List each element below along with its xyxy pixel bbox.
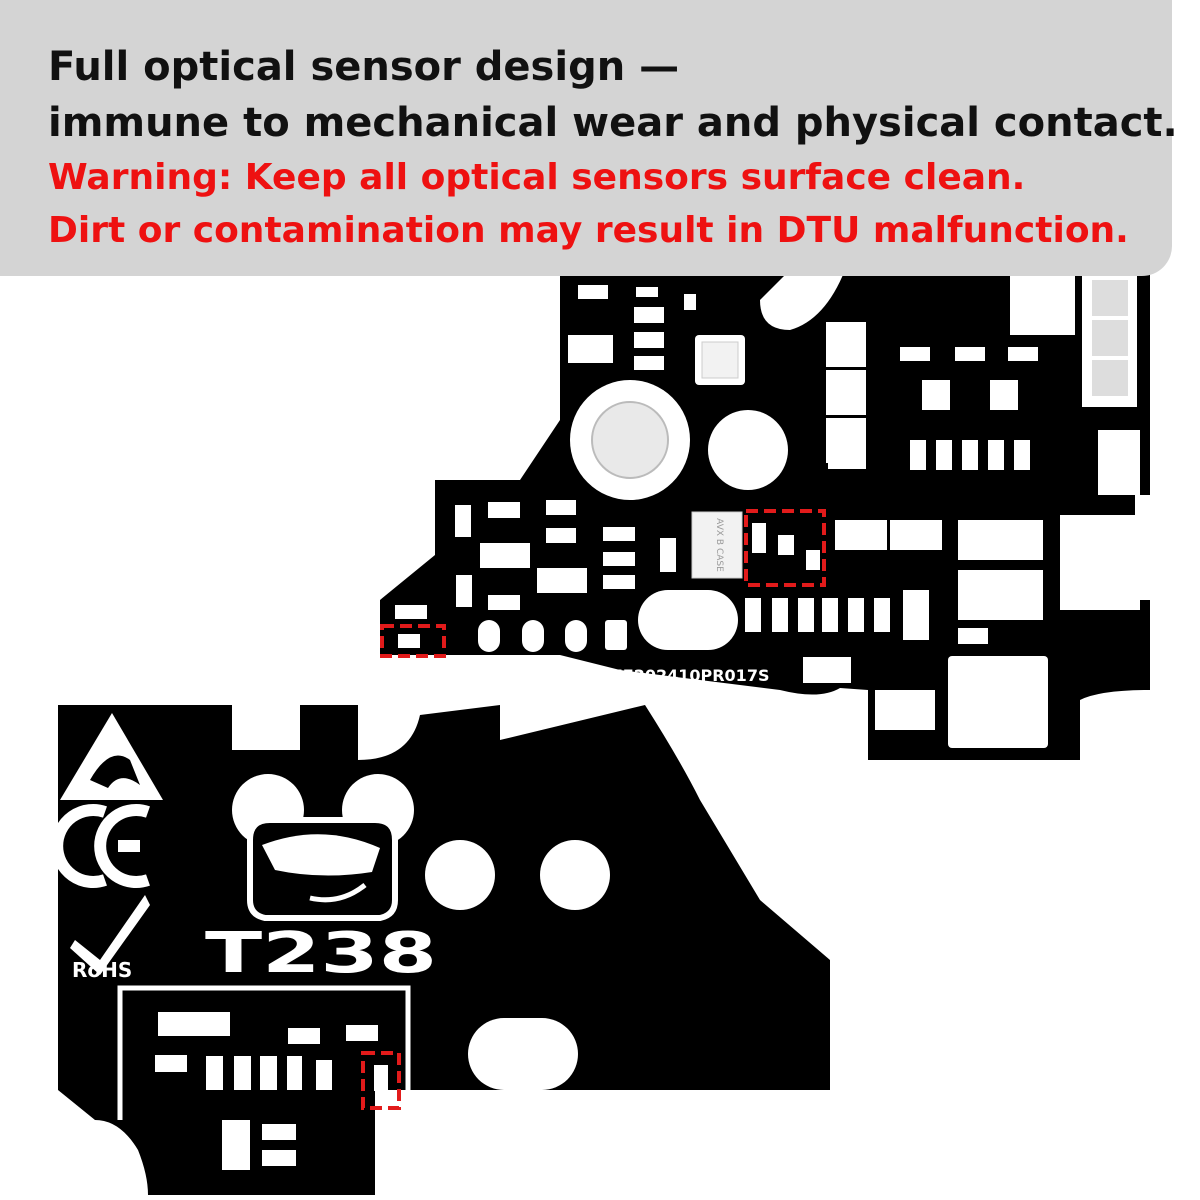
headline-line-1: Full optical sensor design — (48, 44, 680, 90)
top-pcb-board: AVX B CASE MMFF202410PR017S (380, 270, 1150, 760)
optical-sensor-highlight (361, 1051, 401, 1110)
rohs-label: RoHS (72, 958, 132, 982)
warning-line-1: Warning: Keep all optical sensors surfac… (48, 157, 1026, 198)
optical-sensor-highlight (744, 509, 826, 587)
esd-warning-icon (60, 713, 163, 800)
capacitor-text: AVX B CASE (714, 518, 724, 572)
warning-line-2: Dirt or contamination may result in DTU … (48, 210, 1129, 251)
bottom-pcb-board: RoHS T238 (51, 705, 830, 1195)
ce-mark-icon (51, 804, 150, 888)
info-banner: Full optical sensor design — immune to m… (0, 0, 1178, 276)
bear-logo-icon (232, 774, 414, 921)
rohs-check-icon: RoHS (70, 895, 150, 982)
optical-sensor-highlight (380, 624, 446, 658)
board-serial: MMFF202410PR017S (580, 666, 769, 685)
headline-line-2: immune to mechanical wear and physical c… (48, 100, 1178, 146)
model-label: T238 (205, 921, 437, 986)
